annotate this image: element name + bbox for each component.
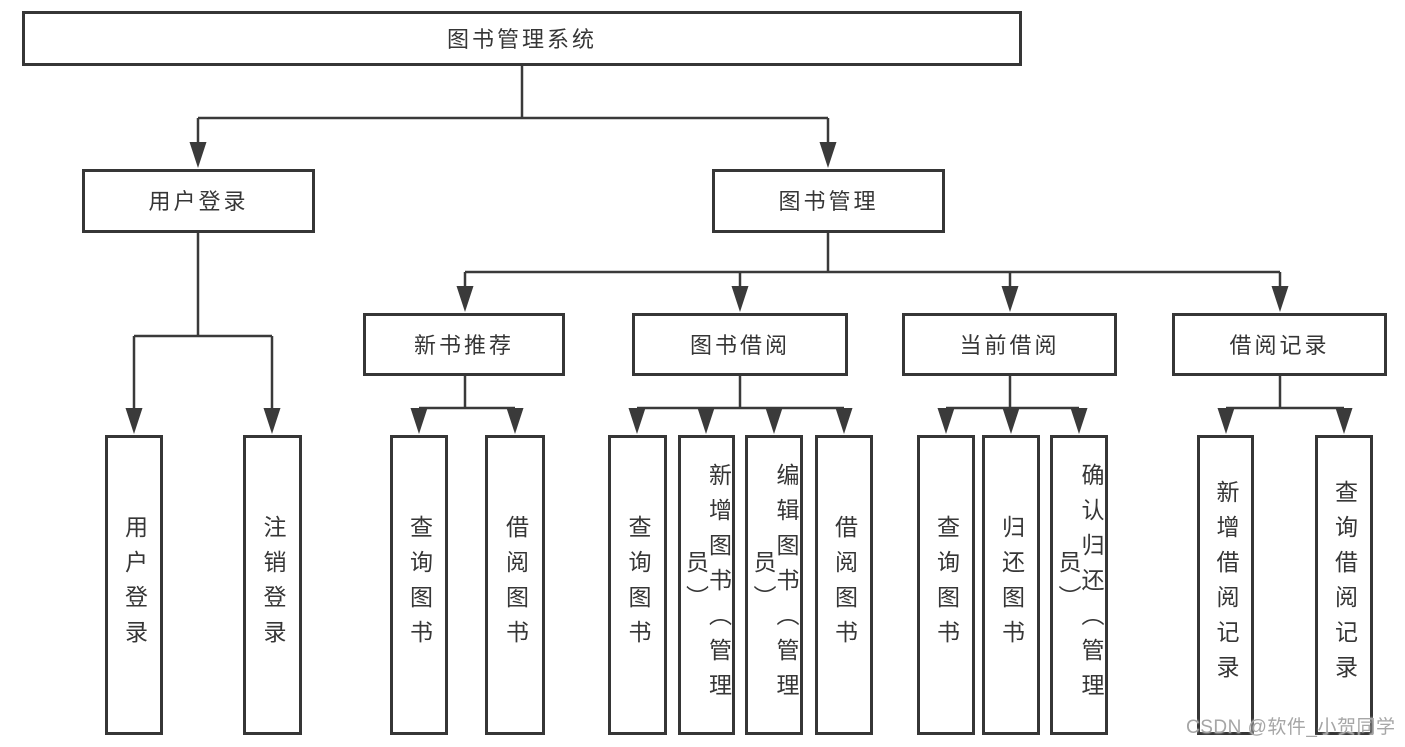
node-book-borrowing: 图书借阅 xyxy=(632,313,848,376)
leaf-query-borrow-record: 查询借阅记录 xyxy=(1315,435,1373,735)
node-new-book-recommend: 新书推荐 xyxy=(363,313,565,376)
leaf-borrow-books-1: 借阅图书 xyxy=(485,435,545,735)
arrow-icon xyxy=(1002,408,1020,434)
connector-borrow-records-to-leaves xyxy=(1226,376,1344,410)
leaf-query-books-2: 查询图书 xyxy=(608,435,667,735)
connector-current-borrow-to-leaves xyxy=(946,376,1079,410)
arrow-icon xyxy=(937,408,955,434)
arrow-icon xyxy=(1271,286,1289,312)
node-root-system: 图书管理系统 xyxy=(22,11,1022,66)
arrow-icon xyxy=(819,142,837,168)
node-user-login: 用户登录 xyxy=(82,169,315,233)
leaf-add-borrow-record: 新增借阅记录 xyxy=(1197,435,1254,735)
node-current-borrowing: 当前借阅 xyxy=(902,313,1117,376)
arrow-icon xyxy=(410,408,428,434)
csdn-watermark: CSDN @软件_小贺同学 xyxy=(1186,717,1396,738)
leaf-add-books-admin: 新增图书（管理员） xyxy=(678,435,735,735)
connector-root-to-level2 xyxy=(196,66,830,144)
leaf-confirm-return-admin: 确认归还（管理员） xyxy=(1050,435,1108,735)
connector-new-book-rec-to-leaves xyxy=(419,376,515,410)
arrow-icon xyxy=(506,408,524,434)
arrow-icon xyxy=(697,408,715,434)
arrow-icon xyxy=(263,408,281,434)
node-borrowing-records: 借阅记录 xyxy=(1172,313,1387,376)
arrow-icon xyxy=(1217,408,1235,434)
leaf-borrow-books-2: 借阅图书 xyxy=(815,435,873,735)
node-book-management: 图书管理 xyxy=(712,169,945,233)
arrow-icon xyxy=(456,286,474,312)
leaf-logout: 注销登录 xyxy=(243,435,302,735)
arrow-icon xyxy=(1070,408,1088,434)
leaf-return-books: 归还图书 xyxy=(982,435,1040,735)
arrow-icon xyxy=(835,408,853,434)
connector-book-mgmt-to-level3 xyxy=(463,233,1282,288)
connector-book-borrow-to-leaves xyxy=(637,376,844,410)
arrow-icon xyxy=(1001,286,1019,312)
leaf-user-login: 用户登录 xyxy=(105,435,163,735)
leaf-query-books-3: 查询图书 xyxy=(917,435,975,735)
arrow-icon xyxy=(628,408,646,434)
connector-user-login-to-leaves xyxy=(132,233,274,410)
leaf-query-books-1: 查询图书 xyxy=(390,435,448,735)
arrow-icon xyxy=(765,408,783,434)
arrow-icon xyxy=(1335,408,1353,434)
leaf-edit-books-admin: 编辑图书（管理员） xyxy=(745,435,803,735)
arrow-icon xyxy=(189,142,207,168)
arrow-icon xyxy=(125,408,143,434)
arrow-icon xyxy=(731,286,749,312)
